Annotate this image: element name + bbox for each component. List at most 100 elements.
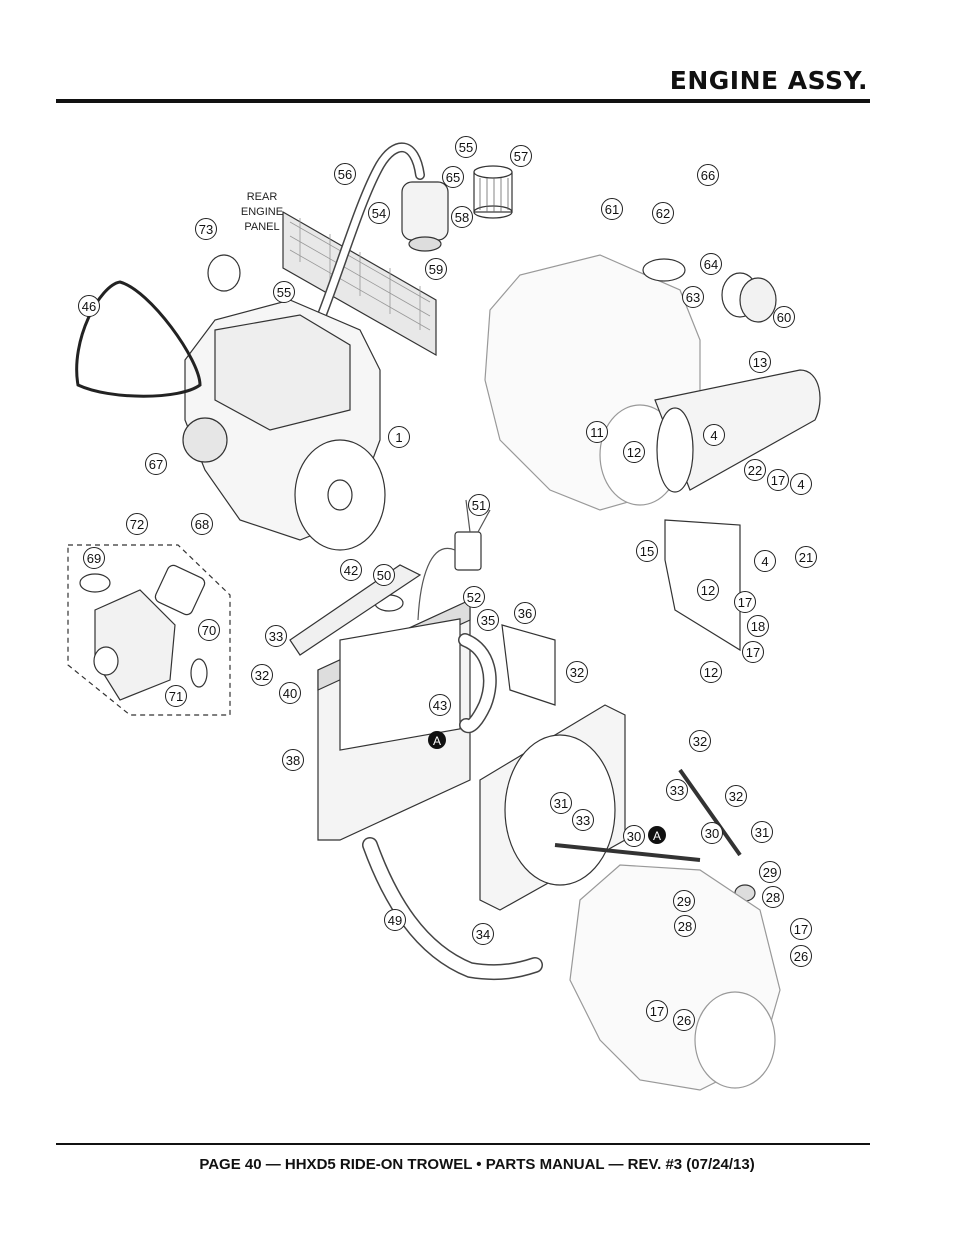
svg-text:67: 67 — [149, 457, 163, 472]
callout-58: 58 — [451, 206, 473, 228]
svg-text:28: 28 — [678, 919, 692, 934]
header-rule — [56, 99, 870, 103]
svg-text:4: 4 — [710, 428, 717, 443]
engine-left — [182, 299, 386, 551]
svg-text:1: 1 — [395, 430, 402, 445]
marker-a: A — [648, 826, 666, 844]
callout-33: 33 — [572, 809, 594, 831]
svg-text:38: 38 — [286, 753, 300, 768]
callout-33: 33 — [265, 625, 287, 647]
radiator — [317, 599, 471, 841]
callout-62: 62 — [652, 202, 674, 224]
callout-49: 49 — [384, 909, 406, 931]
svg-text:13: 13 — [753, 355, 767, 370]
callout-61: 61 — [601, 198, 623, 220]
svg-text:4: 4 — [761, 554, 768, 569]
callout-68: 68 — [191, 513, 213, 535]
callout-43: 43 — [429, 694, 451, 716]
callout-38: 38 — [282, 749, 304, 771]
callout-30: 30 — [623, 825, 645, 847]
callout-70: 70 — [198, 619, 220, 641]
callout-52: 52 — [463, 586, 485, 608]
callout-32: 32 — [251, 664, 273, 686]
svg-text:17: 17 — [771, 473, 785, 488]
callout-31: 31 — [550, 792, 572, 814]
callout-4: 4 — [703, 424, 725, 446]
callout-55: 55 — [273, 281, 295, 303]
svg-text:17: 17 — [794, 922, 808, 937]
callout-28: 28 — [674, 915, 696, 937]
callout-29: 29 — [673, 890, 695, 912]
callout-57: 57 — [510, 145, 532, 167]
svg-text:62: 62 — [656, 206, 670, 221]
fan-belt — [75, 280, 202, 398]
callout-67: 67 — [145, 453, 167, 475]
svg-text:72: 72 — [130, 517, 144, 532]
svg-text:46: 46 — [82, 299, 96, 314]
svg-text:34: 34 — [476, 927, 490, 942]
callout-11: 11 — [586, 421, 608, 443]
svg-text:57: 57 — [514, 149, 528, 164]
svg-text:42: 42 — [344, 563, 358, 578]
callout-4: 4 — [790, 473, 812, 495]
svg-text:17: 17 — [650, 1004, 664, 1019]
callout-26: 26 — [790, 945, 812, 967]
svg-text:32: 32 — [570, 665, 584, 680]
callout-73: 73 — [195, 218, 217, 240]
svg-text:30: 30 — [705, 826, 719, 841]
svg-text:35: 35 — [481, 613, 495, 628]
callout-17: 17 — [790, 918, 812, 940]
svg-text:32: 32 — [729, 789, 743, 804]
page-title: ENGINE ASSY. — [669, 66, 868, 95]
panel-label-line-3: PANEL — [244, 221, 279, 233]
callout-26: 26 — [673, 1009, 695, 1031]
engine-right-bottom — [569, 864, 781, 1091]
svg-text:17: 17 — [738, 595, 752, 610]
svg-text:31: 31 — [554, 796, 568, 811]
svg-text:55: 55 — [459, 140, 473, 155]
callout-65: 65 — [442, 166, 464, 188]
callout-17: 17 — [734, 591, 756, 613]
callout-71: 71 — [165, 685, 187, 707]
callout-1: 1 — [388, 426, 410, 448]
svg-text:A: A — [433, 734, 441, 748]
callout-4: 4 — [754, 550, 776, 572]
callout-12: 12 — [697, 579, 719, 601]
svg-text:33: 33 — [670, 783, 684, 798]
svg-text:58: 58 — [455, 210, 469, 225]
callout-72: 72 — [126, 513, 148, 535]
svg-text:59: 59 — [429, 262, 443, 277]
svg-text:A: A — [653, 829, 661, 843]
callout-21: 21 — [795, 546, 817, 568]
panel-label-line-2: ENGINE — [241, 206, 283, 218]
svg-text:71: 71 — [169, 689, 183, 704]
callout-12: 12 — [700, 661, 722, 683]
thermostat-gasket — [642, 258, 686, 282]
callout-28: 28 — [762, 886, 784, 908]
svg-text:43: 43 — [433, 698, 447, 713]
svg-text:63: 63 — [686, 290, 700, 305]
svg-text:60: 60 — [777, 310, 791, 325]
svg-text:40: 40 — [283, 686, 297, 701]
callout-69: 69 — [83, 547, 105, 569]
svg-text:64: 64 — [704, 257, 718, 272]
svg-text:28: 28 — [766, 890, 780, 905]
rear-engine-panel — [282, 210, 437, 357]
svg-text:54: 54 — [372, 206, 386, 221]
callout-42: 42 — [340, 559, 362, 581]
filter-element — [473, 165, 513, 219]
svg-text:11: 11 — [590, 425, 604, 440]
page-footer: PAGE 40 — HHXD5 RIDE-ON TROWEL • PARTS M… — [199, 1156, 755, 1173]
callout-29: 29 — [759, 861, 781, 883]
svg-text:12: 12 — [701, 583, 715, 598]
air-cleaner — [401, 181, 449, 252]
svg-text:32: 32 — [255, 668, 269, 683]
svg-text:50: 50 — [377, 568, 391, 583]
callout-56: 56 — [334, 163, 356, 185]
svg-text:32: 32 — [693, 734, 707, 749]
footer-rule — [56, 1143, 870, 1145]
callout-55: 55 — [455, 136, 477, 158]
callout-32: 32 — [566, 661, 588, 683]
svg-text:4: 4 — [797, 477, 804, 492]
svg-text:26: 26 — [677, 1013, 691, 1028]
